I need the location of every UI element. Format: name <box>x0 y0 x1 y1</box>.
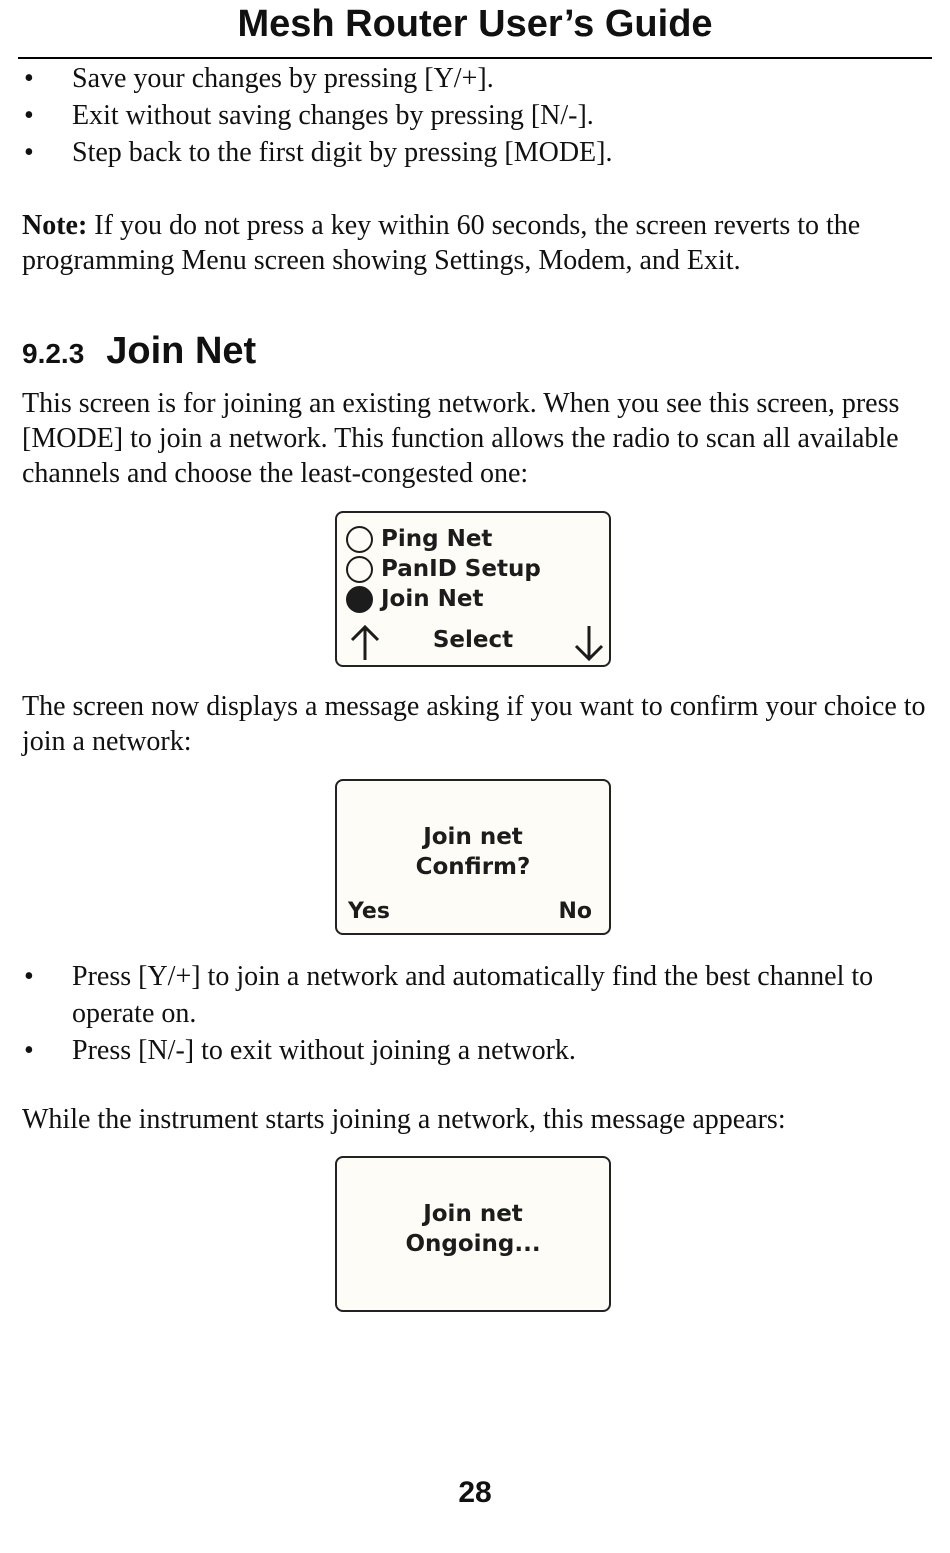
no-label: No <box>558 899 592 924</box>
list-item: • Press [Y/+] to join a network and autom… <box>0 958 922 1032</box>
note-text: If you do not press a key within 60 seco… <box>22 210 861 276</box>
bullet-icon: • <box>24 1035 34 1066</box>
radio-empty-icon <box>346 525 373 553</box>
intro-paragraph: This screen is for joining an existing n… <box>22 388 900 489</box>
confirm-line-2: Confirm? <box>415 854 531 880</box>
section-title: Join Net <box>106 330 257 372</box>
radio-filled-icon <box>346 585 373 613</box>
list-item-text: Save your changes by pressing [Y/+]. <box>72 63 494 94</box>
up-arrow-icon <box>350 624 380 660</box>
menu-item-panid-setup: PanID Setup <box>346 554 541 584</box>
page-header-title: Mesh Router User’s Guide <box>237 3 713 45</box>
note-paragraph: Note: If you do not press a key within 6… <box>22 208 927 278</box>
radio-empty-icon <box>346 555 373 583</box>
ongoing-line-2: Ongoing... <box>405 1231 541 1257</box>
list-item-text: Press [Y/+] to join a network and automa… <box>72 961 874 1029</box>
ongoing-line-1: Join net <box>423 1201 523 1227</box>
confirm-message: Join net Confirm? <box>337 822 609 882</box>
confirm-intro-paragraph: The screen now displays a message asking… <box>22 691 926 757</box>
bullet-icon: • <box>24 137 34 168</box>
note-label: Note: <box>22 210 88 241</box>
menu-item-join-net: Join Net <box>346 584 483 614</box>
device-screen-menu: Ping Net PanID Setup Join Net Select <box>335 511 611 667</box>
yes-label: Yes <box>348 899 390 924</box>
bullet-icon: • <box>24 63 34 94</box>
section-heading: 9.2.3 Join Net <box>22 330 256 373</box>
list-item-text: Exit without saving changes by pressing … <box>72 100 594 131</box>
confirm-line-1: Join net <box>423 824 523 850</box>
list-item-text: Press [N/-] to exit without joining a ne… <box>72 1035 576 1066</box>
list-item: • Press [N/-] to exit without joining a n… <box>0 1032 922 1069</box>
section-number: 9.2.3 <box>22 338 85 369</box>
select-label: Select <box>432 627 514 653</box>
ongoing-intro-paragraph: While the instrument starts joining a ne… <box>22 1104 786 1135</box>
list-item: • Step back to the first digit by pressin… <box>0 134 922 171</box>
menu-item-ping-net: Ping Net <box>346 524 492 554</box>
device-screen-confirm: Join net Confirm? Yes No <box>335 779 611 935</box>
down-arrow-icon <box>574 626 604 662</box>
ongoing-message: Join net Ongoing... <box>337 1199 609 1259</box>
bullet-icon: • <box>24 100 34 131</box>
menu-item-label: Join Net <box>381 586 484 612</box>
menu-item-label: PanID Setup <box>381 556 541 582</box>
list-item: • Save your changes by pressing [Y/+]. <box>0 60 922 97</box>
device-screen-ongoing: Join net Ongoing... <box>335 1156 611 1312</box>
menu-item-label: Ping Net <box>381 526 493 552</box>
page-number: 28 <box>458 1476 492 1509</box>
list-item: • Exit without saving changes by pressing… <box>0 97 922 134</box>
bullet-list-save-options: • Save your changes by pressing [Y/+]. • E… <box>0 60 922 171</box>
header-rule <box>18 57 932 59</box>
bullet-list-confirm-options: • Press [Y/+] to join a network and autom… <box>0 958 922 1069</box>
bullet-icon: • <box>24 961 34 992</box>
list-item-text: Step back to the first digit by pressing… <box>72 137 613 168</box>
